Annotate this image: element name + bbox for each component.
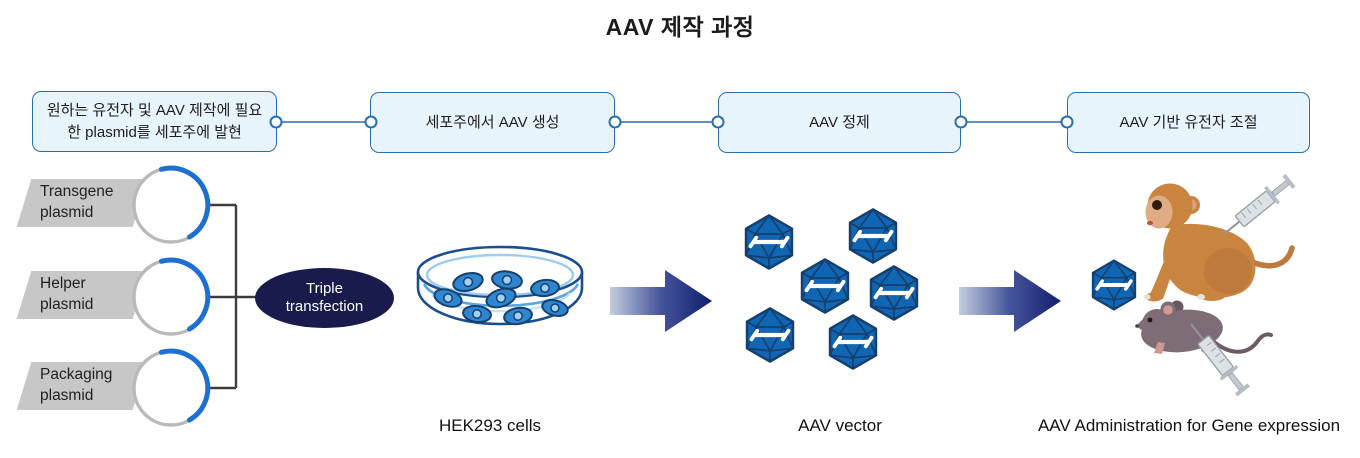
caption-aav-administration: AAV Administration for Gene expression (1037, 416, 1341, 435)
aav-virus-icon (747, 308, 793, 361)
syringe-icon (1181, 316, 1253, 399)
triple-transfection-node: Triple transfection (255, 268, 394, 328)
plasmid-connector-lines (209, 203, 256, 390)
plasmid-label-packaging: Packaging plasmid (16, 362, 148, 410)
triple-transfection-label: Triple transfection (285, 280, 364, 315)
aav-virus-icon (802, 259, 848, 312)
aav-virus-icon (830, 315, 876, 368)
arrow-right-icon (959, 270, 1061, 332)
process-step-2: 세포주에서 AAV 생성 (370, 92, 615, 153)
aav-virus-icon (1093, 261, 1135, 310)
aav-virus-icon (850, 209, 896, 262)
caption-hek293-cells: HEK293 cells (438, 416, 542, 435)
caption-aav-vector: AAV vector (798, 416, 882, 435)
syringe-icon (1216, 170, 1299, 244)
process-step-3: AAV 정제 (718, 92, 961, 153)
process-step-1: 원하는 유전자 및 AAV 제작에 필요한 plasmid를 세포주에 발현 (32, 91, 277, 152)
petri-dish-icon (416, 245, 584, 326)
page-title: AAV 제작 과정 (605, 14, 755, 40)
mouse-icon (1135, 300, 1273, 354)
process-step-4-label: AAV 기반 유전자 조절 (1119, 113, 1258, 131)
monkey-icon (1143, 183, 1295, 302)
process-step-1-label: 원하는 유전자 및 AAV 제작에 필요한 plasmid를 세포주에 발현 (46, 101, 263, 141)
process-step-2-label: 세포주에서 AAV 생성 (425, 113, 560, 131)
arrow-right-icon (610, 270, 712, 332)
process-step-3-label: AAV 정제 (809, 113, 870, 131)
aav-vector-cluster (746, 209, 917, 368)
aav-virus-icon (746, 215, 792, 268)
plasmid-label-transgene: Transgene plasmid (16, 179, 148, 227)
aav-virus-icon (871, 266, 917, 319)
hek293-cells (433, 270, 569, 326)
plasmid-label-helper: Helper plasmid (16, 271, 148, 319)
process-step-4: AAV 기반 유전자 조절 (1067, 92, 1310, 153)
